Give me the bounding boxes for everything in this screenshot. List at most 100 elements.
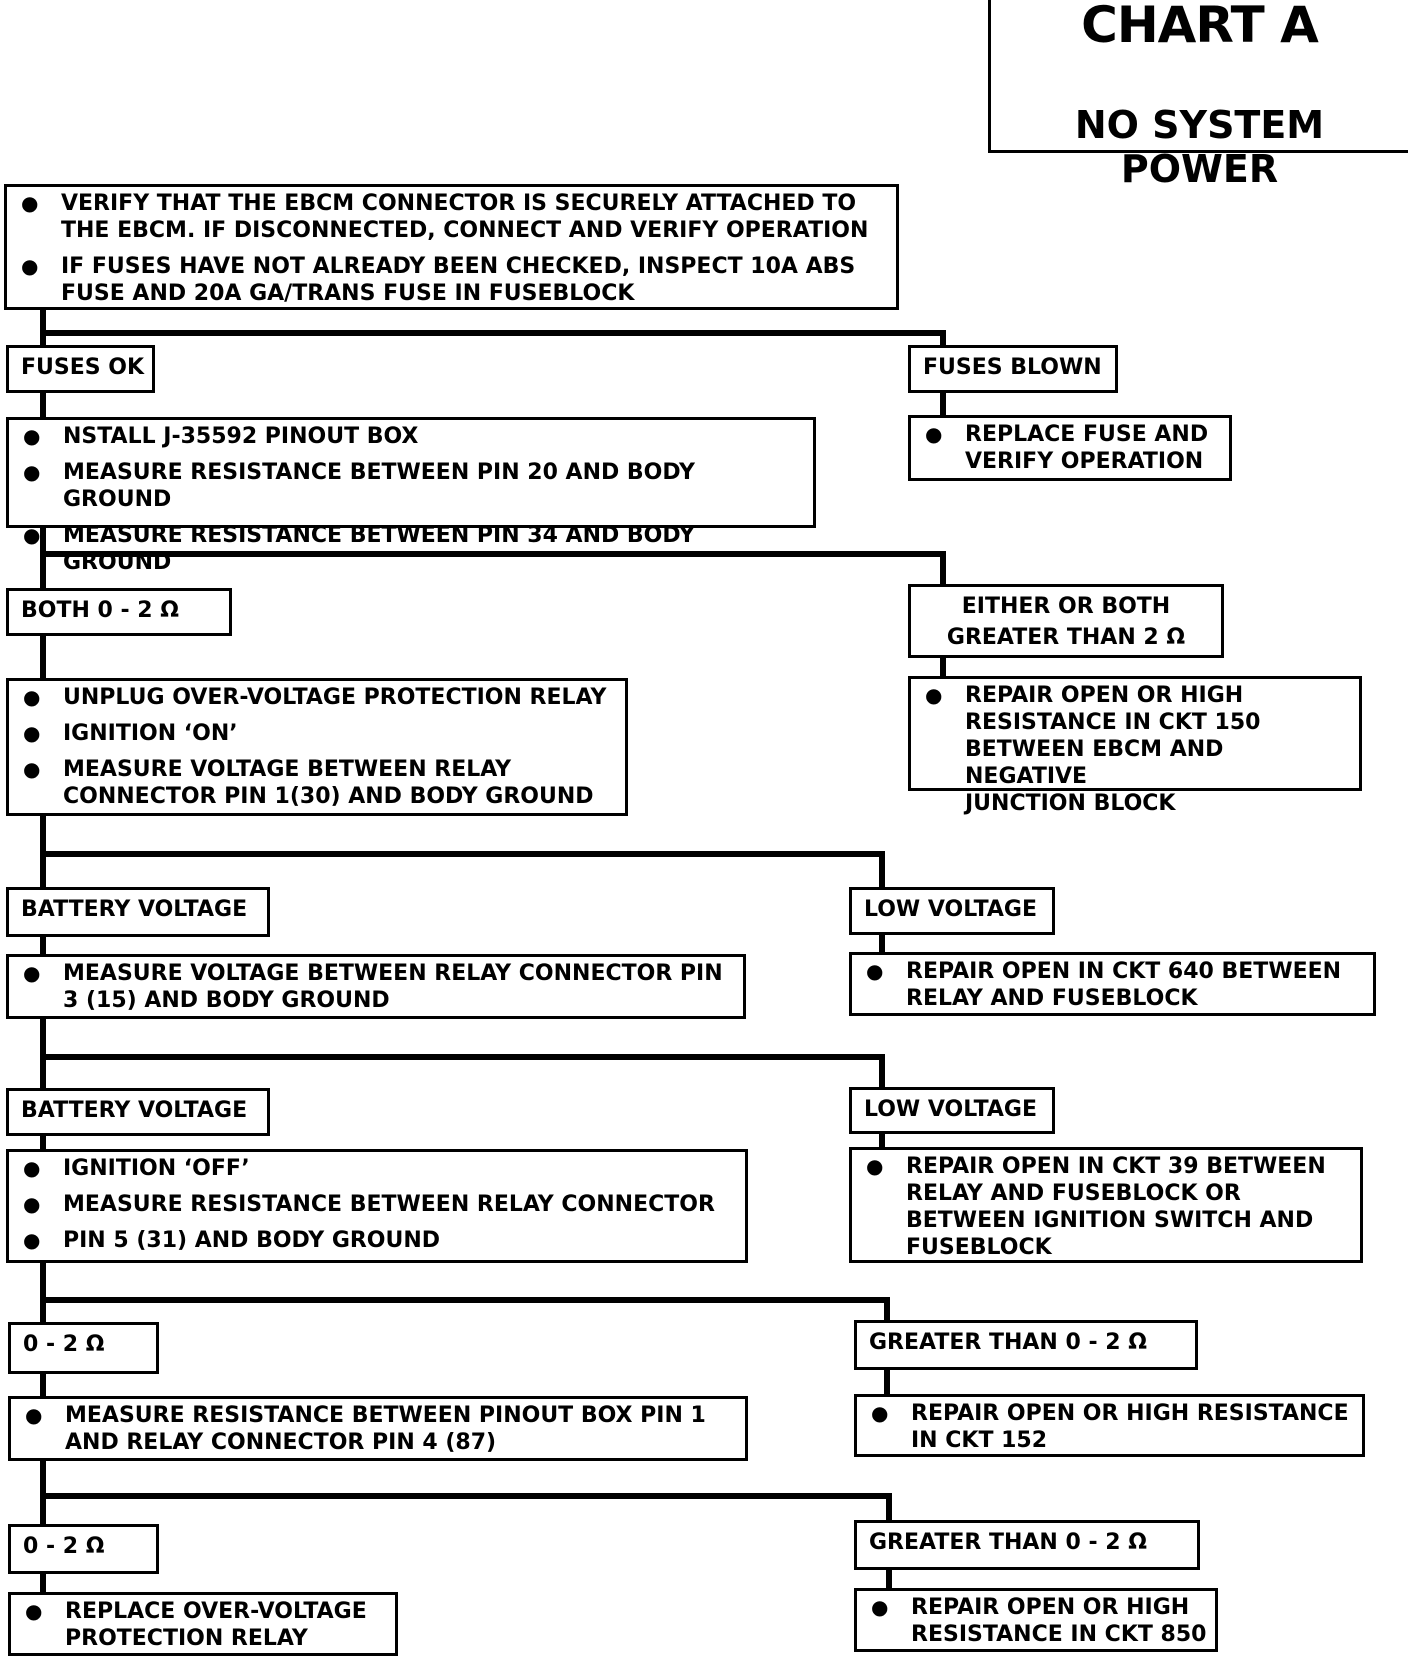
result-label-greater-than-0-2-ohm: GREATER THAN 0 - 2 Ω: [854, 1520, 1200, 1570]
bullet-icon: ●: [25, 1599, 43, 1623]
label-text: BATTERY VOLTAGE: [21, 1098, 248, 1123]
instruction-step: ●IGNITION ‘OFF’: [23, 1155, 737, 1182]
step-text: MEASURE RESISTANCE BETWEEN PIN 20 AND BO…: [63, 460, 695, 512]
connector-line: [40, 1054, 885, 1060]
label-text: 0 - 2 Ω: [23, 1332, 105, 1357]
pinout-box-instructions: ●NSTALL J-35592 PINOUT BOX ●MEASURE RESI…: [6, 417, 816, 575]
step-text: REPAIR OPEN IN CKT 640 BETWEEN RELAY AND…: [906, 959, 1342, 1011]
label-text: LOW VOLTAGE: [864, 1097, 1037, 1122]
step-text: REPLACE FUSE AND VERIFY OPERATION: [965, 422, 1209, 474]
step-text: REPAIR OPEN OR HIGH RESISTANCE IN CKT 15…: [911, 1401, 1349, 1453]
instruction-step: ● MEASURE RESISTANCE BETWEEN PIN 34 AND B…: [23, 522, 805, 576]
instruction-step: ●UNPLUG OVER-VOLTAGE PROTECTION RELAY: [23, 684, 617, 711]
bullet-icon: ●: [925, 422, 943, 446]
bullet-icon: ●: [23, 424, 41, 448]
connector-line: [40, 851, 885, 857]
connector-line: [40, 1133, 46, 1153]
bullet-icon: ●: [23, 523, 41, 547]
connector-line: [879, 932, 885, 956]
result-label-fuses-ok: FUSES OK: [6, 345, 155, 393]
bullet-icon: ●: [23, 1156, 41, 1180]
result-label-both-0-2-ohm: BOTH 0 - 2 Ω: [6, 588, 232, 636]
instruction-step: ●IGNITION ‘ON’: [23, 720, 617, 747]
connector-line: [884, 1297, 890, 1325]
relay-pin3-instructions: ●MEASURE VOLTAGE BETWEEN RELAY CONNECTOR…: [6, 954, 746, 1019]
instruction-step: ● MEASURE RESISTANCE BETWEEN PINOUT BOX P…: [25, 1402, 737, 1456]
instruction-step: ● MEASURE RESISTANCE BETWEEN RELAY CONNEC…: [23, 1191, 737, 1218]
connector-line: [940, 656, 946, 678]
result-label-low-voltage: LOW VOLTAGE: [849, 887, 1055, 935]
bullet-icon: ●: [23, 685, 41, 709]
ignition-off-instructions: ●IGNITION ‘OFF’ ● MEASURE RESISTANCE BETW…: [6, 1149, 748, 1263]
repair-ckt-640-box: ●REPAIR OPEN IN CKT 640 BETWEEN RELAY AN…: [849, 952, 1376, 1016]
instruction-step: ● REPLACE FUSE AND VERIFY OPERATION: [925, 421, 1221, 475]
label-text: GREATER THAN 0 - 2 Ω: [869, 1330, 1147, 1355]
result-label-0-2-ohm: 0 - 2 Ω: [8, 1322, 159, 1374]
label-text: FUSES OK: [21, 355, 145, 380]
bullet-icon: ●: [23, 1192, 41, 1216]
connector-line: [40, 1572, 46, 1594]
result-label-fuses-blown: FUSES BLOWN: [908, 345, 1118, 393]
replace-relay-box: ● REPLACE OVER-VOLTAGE PROTECTION RELAY: [8, 1592, 398, 1656]
bullet-icon: ●: [21, 254, 39, 278]
step-text: MEASURE RESISTANCE BETWEEN PIN 34 AND BO…: [63, 523, 695, 575]
label-text: FUSES BLOWN: [923, 355, 1102, 380]
result-label-0-2-ohm: 0 - 2 Ω: [8, 1524, 159, 1574]
connector-line: [879, 1131, 885, 1151]
result-label-greater-than-0-2-ohm: GREATER THAN 0 - 2 Ω: [854, 1320, 1198, 1370]
connector-line: [884, 1368, 890, 1398]
connector-line: [879, 1054, 885, 1092]
connector-line: [40, 308, 46, 350]
connector-line: [40, 330, 946, 336]
instruction-step: ● IF FUSES HAVE NOT ALREADY BEEN CHECKED,…: [21, 253, 888, 307]
step-text: PIN 5 (31) AND BODY GROUND: [63, 1228, 441, 1253]
connector-line: [40, 551, 946, 557]
step-text: MEASURE RESISTANCE BETWEEN RELAY CONNECT…: [63, 1192, 715, 1217]
result-label-battery-voltage: BATTERY VOLTAGE: [6, 1088, 270, 1136]
instruction-step: ● REPAIR OPEN IN CKT 39 BETWEEN RELAY AND…: [866, 1153, 1352, 1261]
chart-title: CHART A: [1081, 0, 1319, 54]
relay-voltage-instructions: ●UNPLUG OVER-VOLTAGE PROTECTION RELAY ●I…: [6, 678, 628, 816]
repair-ckt-39-box: ● REPAIR OPEN IN CKT 39 BETWEEN RELAY AND…: [849, 1147, 1363, 1263]
result-label-low-voltage: LOW VOLTAGE: [849, 1087, 1055, 1134]
instruction-step: ●REPAIR OPEN IN CKT 640 BETWEEN RELAY AN…: [866, 958, 1365, 1012]
label-text: 0 - 2 Ω: [23, 1534, 105, 1559]
bullet-icon: ●: [21, 191, 39, 215]
pinout-pin1-instructions: ● MEASURE RESISTANCE BETWEEN PINOUT BOX P…: [8, 1396, 748, 1461]
label-text: BATTERY VOLTAGE: [21, 897, 248, 922]
connector-line: [40, 526, 46, 592]
bullet-icon: ●: [23, 1228, 41, 1252]
connector-line: [886, 1493, 892, 1523]
connector-line: [940, 391, 946, 419]
instruction-step: ●REPAIR OPEN OR HIGH RESISTANCE IN CKT 1…: [925, 682, 1351, 817]
label-text: LOW VOLTAGE: [864, 897, 1037, 922]
instruction-step: ● MEASURE VOLTAGE BETWEEN RELAY CONNECTOR…: [23, 756, 617, 810]
connector-line: [879, 851, 885, 891]
result-label-greater-than-2-ohm: EITHER OR BOTH GREATER THAN 2 Ω: [908, 584, 1224, 658]
repair-ckt-850-box: ●REPAIR OPEN OR HIGH RESISTANCE IN CKT 8…: [854, 1588, 1218, 1652]
step-text: IGNITION ‘ON’: [63, 721, 238, 746]
instruction-step: ●NSTALL J-35592 PINOUT BOX: [23, 423, 805, 450]
step-text: MEASURE RESISTANCE BETWEEN PINOUT BOX PI…: [65, 1403, 706, 1455]
instruction-step: ●MEASURE VOLTAGE BETWEEN RELAY CONNECTOR…: [23, 960, 735, 1014]
step-text: REPLACE OVER-VOLTAGE PROTECTION RELAY: [65, 1599, 367, 1651]
result-label-battery-voltage: BATTERY VOLTAGE: [6, 887, 270, 937]
label-text: EITHER OR BOTH GREATER THAN 2 Ω: [946, 594, 1186, 650]
instruction-step: ● REPLACE OVER-VOLTAGE PROTECTION RELAY: [25, 1598, 387, 1652]
step-text: VERIFY THAT THE EBCM CONNECTOR IS SECURE…: [61, 191, 869, 243]
step-text: IF FUSES HAVE NOT ALREADY BEEN CHECKED, …: [61, 254, 856, 306]
step-text: MEASURE VOLTAGE BETWEEN RELAY CONNECTOR …: [63, 757, 594, 809]
bullet-icon: ●: [25, 1403, 43, 1427]
instruction-step: ●MEASURE RESISTANCE BETWEEN PIN 20 AND B…: [23, 459, 805, 513]
chart-subtitle: NO SYSTEM POWER: [1074, 103, 1325, 191]
bullet-icon: ●: [23, 757, 41, 781]
instruction-step: ● PIN 5 (31) AND BODY GROUND: [23, 1227, 737, 1254]
instruction-step: ●REPAIR OPEN OR HIGH RESISTANCE IN CKT 1…: [871, 1400, 1354, 1454]
step-text: REPAIR OPEN IN CKT 39 BETWEEN RELAY AND …: [906, 1154, 1326, 1260]
chart-title-box: CHART A NO SYSTEM POWER: [988, 0, 1408, 191]
instruction-step: ●REPAIR OPEN OR HIGH RESISTANCE IN CKT 8…: [871, 1594, 1207, 1648]
replace-fuse-box: ● REPLACE FUSE AND VERIFY OPERATION: [908, 415, 1232, 481]
bullet-icon: ●: [866, 1154, 884, 1178]
step-text: MEASURE VOLTAGE BETWEEN RELAY CONNECTOR …: [63, 961, 723, 1013]
connector-line: [40, 1260, 46, 1326]
